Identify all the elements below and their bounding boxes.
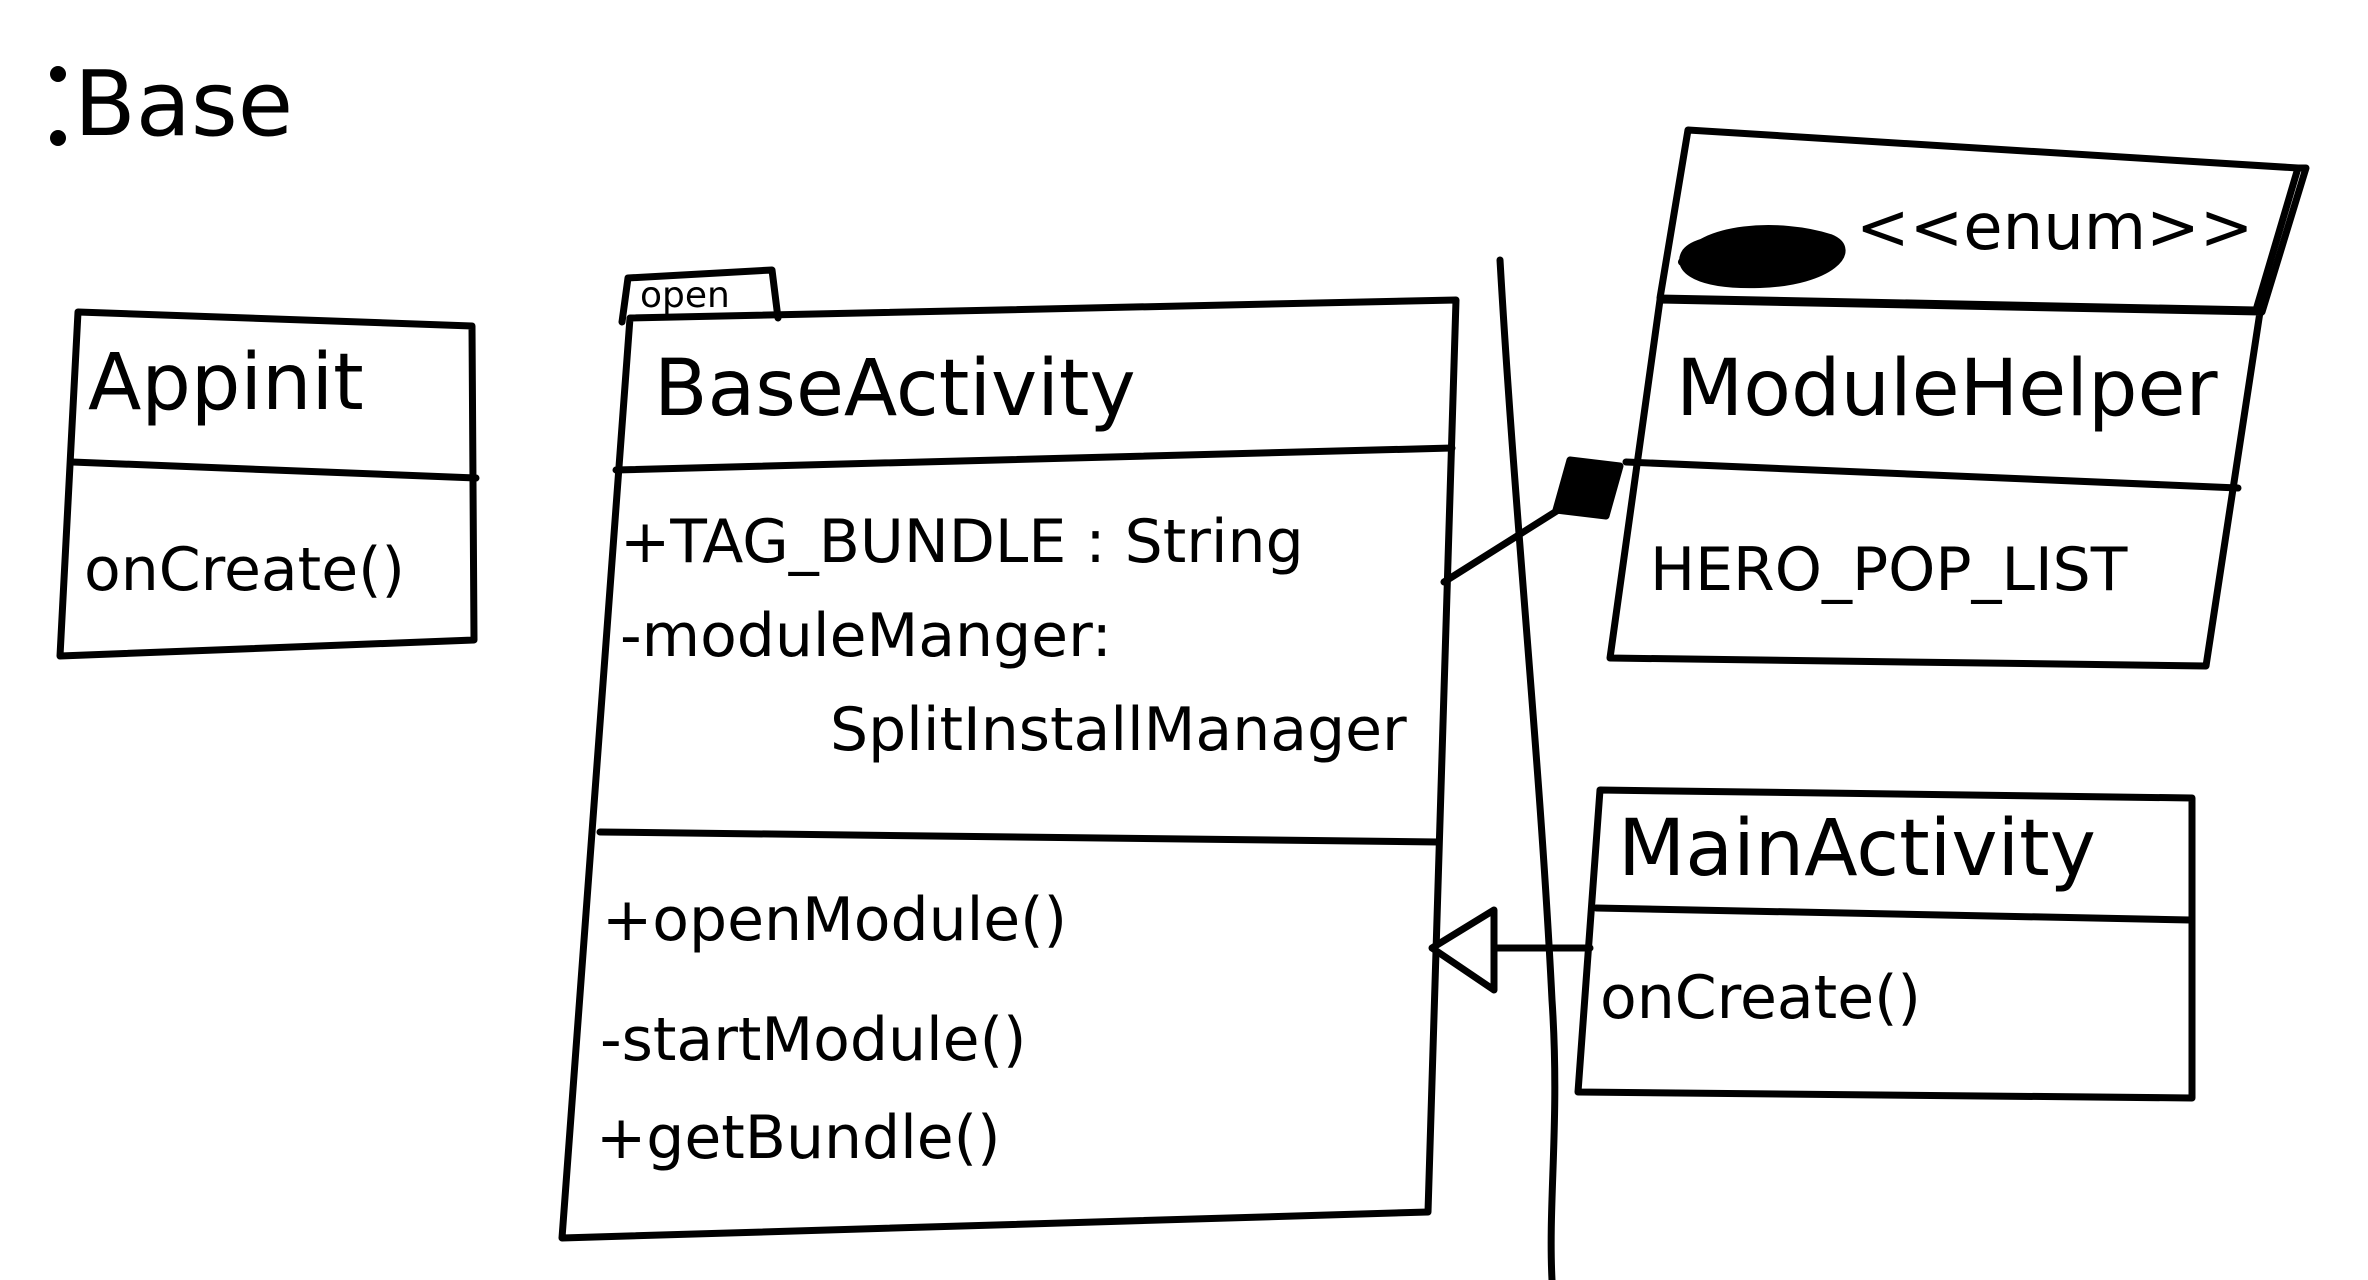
base-activity-tab — [618, 266, 782, 326]
association-line — [1440, 456, 1624, 586]
appinit-method-oncreate: onCreate() — [84, 535, 405, 605]
main-activity-class-name: MainActivity — [1618, 804, 2096, 894]
base-activity-attr-module-manager: -moduleManger: — [620, 601, 1112, 671]
base-activity-class-name: BaseActivity — [654, 344, 1136, 434]
base-activity-class-box — [558, 296, 1460, 1242]
package-dot-top — [50, 66, 66, 82]
main-activity-method-oncreate: onCreate() — [1600, 963, 1921, 1033]
base-activity-method-open-module: +openModule() — [602, 885, 1067, 955]
sheet-edge-line — [1496, 256, 1559, 1280]
base-activity-tab-label: open — [640, 275, 730, 316]
base-activity-method-get-bundle: +getBundle() — [596, 1103, 1001, 1173]
module-helper-class-box — [1606, 126, 2310, 670]
base-activity-attr-module-manager-type: SplitInstallManager — [830, 695, 1407, 765]
base-activity-method-start-module: -startModule() — [600, 1005, 1027, 1075]
inheritance-arrow — [1428, 906, 1594, 994]
appinit-class-box — [56, 308, 480, 660]
package-dot-bottom — [50, 130, 66, 146]
base-activity-attr-tag-bundle: +TAG_BUNDLE : String — [620, 507, 1304, 577]
package-label: Base — [74, 52, 294, 157]
module-helper-stereotype: <<enum>> — [1856, 191, 2254, 265]
module-helper-value-hero-pop-list: HERO_POP_LIST — [1650, 535, 2128, 605]
appinit-class-name: Appinit — [88, 338, 364, 428]
main-activity-class-box — [1574, 786, 2196, 1102]
stereotype-scribble — [1678, 225, 1846, 289]
module-helper-class-name: ModuleHelper — [1676, 344, 2218, 434]
